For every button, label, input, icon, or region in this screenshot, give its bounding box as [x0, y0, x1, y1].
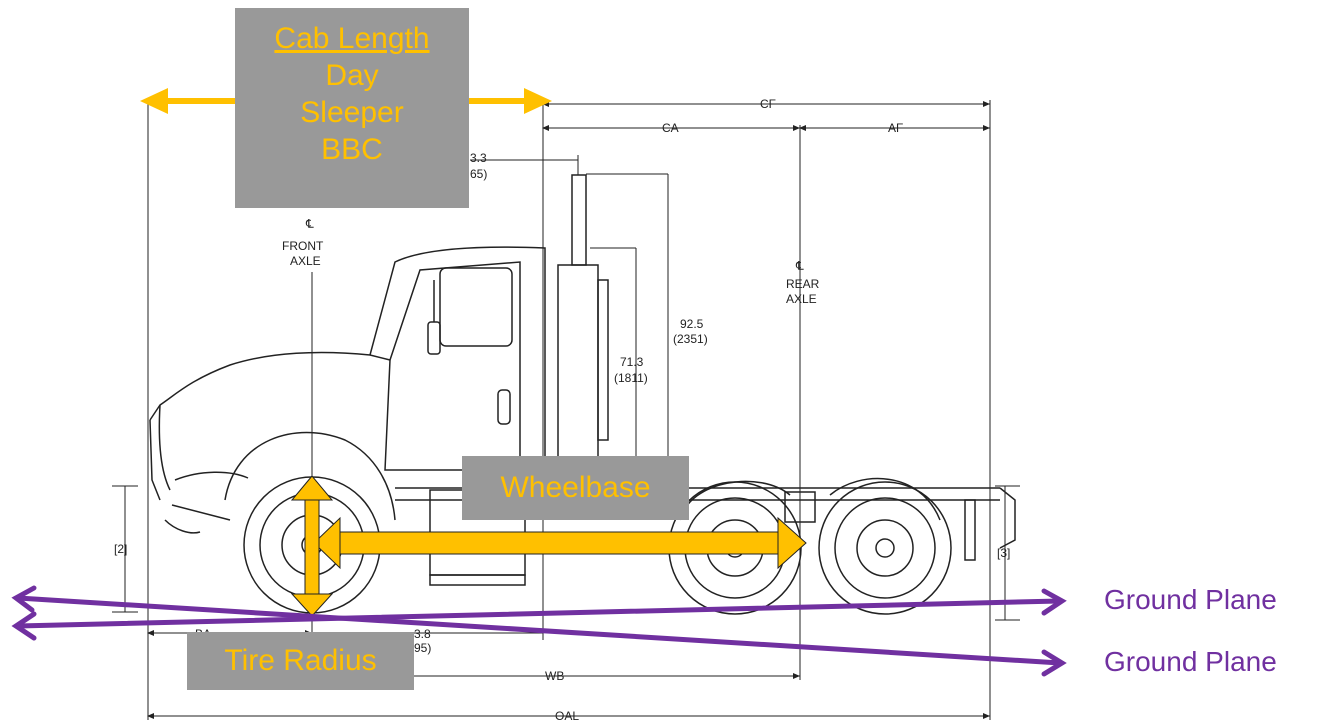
left-bracket-label: [2] — [114, 542, 127, 556]
top-dim-b: 65) — [470, 167, 487, 181]
cab-length-arrowhead-left — [140, 88, 168, 114]
wheelbase-arrowhead-right — [777, 516, 807, 570]
rear-wheel-2 — [818, 481, 952, 615]
rear-centerline-symbol: ℄ — [795, 259, 804, 273]
ground-plane-label-2: Ground Plane — [1104, 646, 1277, 677]
front-axle-label-2: AXLE — [290, 254, 321, 268]
front-centerline-symbol: ℄ — [305, 217, 314, 231]
wb-label: WB — [545, 669, 564, 683]
tire-radius-callout: Tire Radius — [187, 632, 414, 690]
cab-length-arrowhead-right — [524, 88, 552, 114]
ground-plane-arrowhead-right-1 — [1041, 588, 1067, 616]
tire-radius-arrowhead-bottom — [290, 593, 334, 617]
dimension-text: CF CA AF WB OAL BA 3.3 65) 92.5 (2351) 7… — [114, 97, 1010, 722]
cab-length-title: Cab Length — [274, 22, 430, 55]
wheelbase-arrow-shaft — [335, 531, 781, 555]
height-1-mm: (2351) — [673, 332, 708, 346]
tire-radius-label: Tire Radius — [224, 644, 377, 677]
right-bracket-label: [3] — [997, 546, 1010, 560]
cab-length-callout: Cab Length Day Sleeper BBC — [235, 8, 469, 208]
ground-plane-line-2 — [15, 598, 1063, 629]
bottom-dim: 3.8 — [414, 627, 431, 641]
height-2-label: 71.3 — [620, 355, 644, 369]
yellow-arrows — [140, 88, 807, 617]
tire-radius-arrowhead-top — [290, 475, 334, 501]
height-2-mm: (1811) — [614, 371, 648, 385]
rear-axle-label-1: REAR — [786, 277, 820, 291]
ca-label: CA — [662, 121, 679, 135]
wheelbase-callout: Wheelbase — [462, 456, 689, 520]
rear-axle-label-2: AXLE — [786, 292, 817, 306]
wheelbase-arrowhead-left — [313, 516, 341, 570]
ground-plane-line-1 — [15, 595, 1063, 666]
bottom-dim-mm: 95) — [414, 641, 431, 655]
cab-sleeper-label: Sleeper — [300, 96, 404, 129]
cab-day-label: Day — [325, 59, 379, 92]
ground-plane-arrows — [11, 585, 1067, 677]
af-label: AF — [888, 121, 903, 135]
cab-bbc-label: BBC — [321, 133, 383, 166]
ground-plane-arrowhead-right-2 — [1041, 649, 1067, 677]
truck-outline — [149, 174, 1016, 586]
front-axle-label-1: FRONT — [282, 239, 324, 253]
top-dim-a: 3.3 — [470, 151, 487, 165]
ground-plane-arrowhead-left-2 — [11, 611, 37, 641]
wheelbase-label: Wheelbase — [500, 471, 651, 504]
ground-plane-label-1: Ground Plane — [1104, 584, 1277, 615]
ground-plane-arrowhead-left-1 — [11, 585, 37, 613]
oal-label: OAL — [555, 709, 579, 722]
tire-radius-arrow-shaft — [304, 497, 320, 599]
height-1-label: 92.5 — [680, 317, 704, 331]
cf-label: CF — [760, 97, 776, 111]
